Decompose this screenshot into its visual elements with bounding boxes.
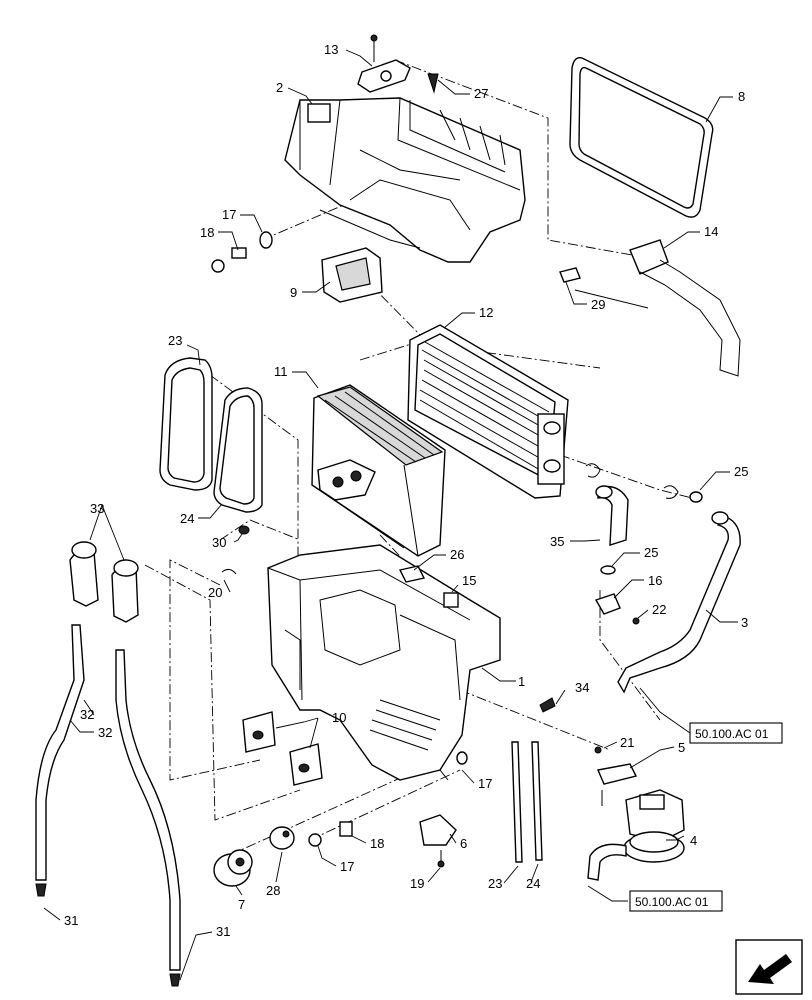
- callout-22: 22: [652, 602, 666, 617]
- grommet-part-28: [269, 826, 295, 850]
- callout-28: 28: [266, 883, 280, 898]
- upper-duct-housing-part-2: [284, 97, 526, 263]
- grommet-part-7: [213, 849, 253, 887]
- evaporator-part-11: [311, 384, 446, 557]
- callout-23: 23: [488, 876, 502, 891]
- fastener-lower: [308, 751, 468, 847]
- callout-1: 1: [518, 674, 525, 689]
- tube-part-32-b: [115, 649, 181, 971]
- bracket-part-5: [597, 763, 638, 806]
- callout-24: 24: [180, 511, 194, 526]
- callout-20: 20: [208, 585, 222, 600]
- screw-part-21: [594, 746, 602, 754]
- clip-part-20: [221, 568, 237, 575]
- callout-18: 18: [370, 836, 384, 851]
- callout-29: 29: [591, 297, 605, 312]
- callout-18: 18: [200, 225, 214, 240]
- clip-part-15: [443, 592, 459, 608]
- callout-5: 5: [678, 740, 685, 755]
- callout-16: 16: [648, 573, 662, 588]
- callout-32: 32: [80, 707, 94, 722]
- callout-6: 6: [460, 836, 467, 851]
- callout-7: 7: [238, 897, 245, 912]
- callout-4: 4: [690, 833, 697, 848]
- seal-part-23-upper: [159, 357, 213, 491]
- screw-part-22: [632, 617, 640, 625]
- callout-12: 12: [479, 305, 493, 320]
- callout-30: 30: [212, 535, 226, 550]
- callout-34: 34: [575, 680, 589, 695]
- heater-core-fins: [419, 341, 550, 471]
- callout-19: 19: [410, 876, 424, 891]
- callout-25: 25: [734, 464, 748, 479]
- seal-part-24-upper: [213, 387, 263, 513]
- pump-part-4: [587, 789, 685, 881]
- foam-block-part-9: [321, 247, 383, 303]
- callout-13: 13: [324, 42, 338, 57]
- callout-17: 17: [340, 859, 354, 874]
- callout-33: 33: [90, 501, 104, 516]
- reference-label-lower: 50.100.AC 01: [635, 895, 709, 909]
- clip-part-26: [398, 565, 426, 583]
- callout-3: 3: [741, 615, 748, 630]
- clip-part-27: [427, 73, 439, 94]
- callout-21: 21: [620, 735, 634, 750]
- hose-clips: [585, 463, 679, 499]
- plug-part-30: [238, 525, 250, 535]
- callout-2: 2: [276, 80, 283, 95]
- tube-end-part-31-a: [35, 883, 47, 897]
- callout-24: 24: [526, 876, 540, 891]
- connector-part-29: [559, 267, 581, 283]
- tube-part-32-a: [35, 624, 85, 881]
- pad-part-10-b: [289, 743, 323, 786]
- vent-nozzle-part-33-a: [69, 541, 99, 607]
- callout-17: 17: [478, 776, 492, 791]
- main-housing-part-1: [267, 544, 501, 781]
- callout-11: 11: [274, 364, 288, 379]
- leader-lines: [43, 49, 738, 981]
- callout-23: 23: [168, 333, 182, 348]
- callout-31: 31: [216, 924, 230, 939]
- reference-box-lower[interactable]: 50.100.AC 01: [629, 890, 723, 912]
- reference-label-upper: 50.100.AC 01: [695, 727, 769, 741]
- reference-box-upper[interactable]: 50.100.AC 01: [689, 722, 783, 744]
- callout-35: 35: [550, 534, 564, 549]
- fastener-upper: [211, 231, 273, 273]
- callout-10: 10: [332, 710, 346, 725]
- callout-25: 25: [644, 545, 658, 560]
- elbow-hose-part-35: [595, 485, 629, 546]
- callout-8: 8: [738, 89, 745, 104]
- callout-26: 26: [450, 547, 464, 562]
- hose-part-3: [617, 511, 741, 694]
- o-ring-part-25-b: [600, 565, 616, 575]
- strip-part-24-lower: [531, 741, 543, 861]
- strip-part-23-lower: [511, 741, 523, 863]
- return-arrow-icon[interactable]: [735, 939, 803, 995]
- callout-32: 32: [98, 725, 112, 740]
- callout-9: 9: [290, 285, 297, 300]
- bracket-part-16: [594, 593, 621, 615]
- module-part-14: [574, 239, 741, 377]
- callout-labels: 13 27 2 8 17 18 9 14 29 12 23 11 25 24 3…: [64, 42, 748, 939]
- callout-31: 31: [64, 913, 78, 928]
- clamp-part-6: [419, 814, 457, 846]
- sensor-part-13: [357, 34, 411, 93]
- pad-part-10-a: [242, 711, 276, 753]
- callout-27: 27: [474, 86, 488, 101]
- o-ring-part-25-a: [689, 491, 703, 503]
- heater-core-part-12: [407, 324, 569, 499]
- bolt-part-34: [539, 697, 556, 713]
- screw-part-19: [437, 850, 445, 868]
- callout-14: 14: [704, 224, 718, 239]
- callout-17: 17: [222, 207, 236, 222]
- tube-end-part-31-b: [169, 973, 181, 987]
- gasket-frame-part-8: [569, 57, 714, 218]
- vent-nozzle-part-33-b: [111, 559, 139, 623]
- callout-15: 15: [462, 573, 476, 588]
